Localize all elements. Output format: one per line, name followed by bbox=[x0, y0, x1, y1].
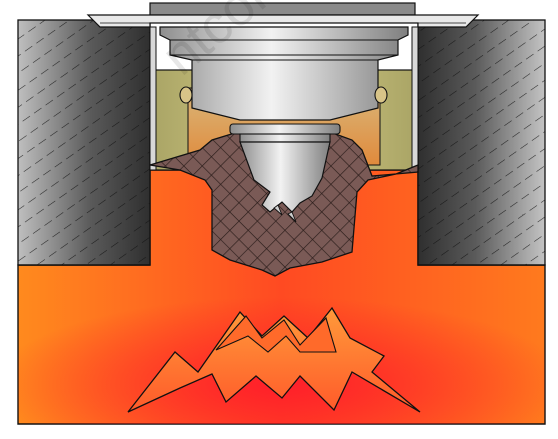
seal-left bbox=[180, 87, 192, 103]
seal-right bbox=[375, 87, 387, 103]
drain-body bbox=[160, 27, 408, 120]
concrete-slab-left bbox=[18, 20, 150, 265]
concrete-slab-right bbox=[418, 20, 545, 265]
